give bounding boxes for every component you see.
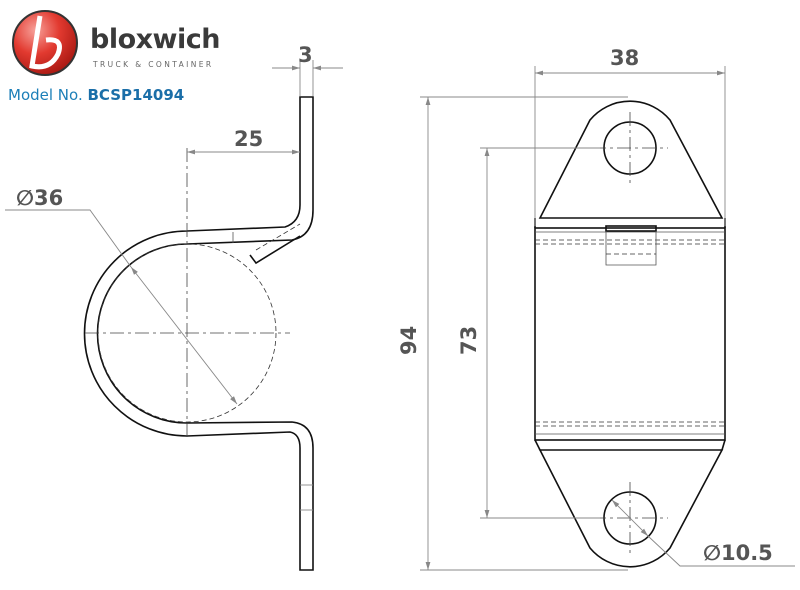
- logo-emblem-icon: [12, 10, 78, 76]
- dimension-thickness: 3: [272, 43, 343, 96]
- dimension-label: 25: [234, 127, 263, 151]
- dimension-label: 3: [298, 43, 313, 67]
- dimension-label: 73: [457, 326, 481, 355]
- model-value: BCSP14094: [87, 86, 185, 104]
- dimension-label: 38: [610, 46, 639, 70]
- model-number: Model No. BCSP14094: [8, 86, 184, 104]
- dimension-hole-diameter: ∅10.5: [611, 499, 795, 567]
- dimension-inner-diameter: ∅36: [5, 186, 238, 405]
- brand-tagline: TRUCK & CONTAINER: [93, 60, 214, 69]
- side-view: [83, 96, 314, 571]
- dimension-label: ∅36: [16, 186, 63, 210]
- dimension-overall-length: 94: [397, 96, 628, 571]
- dimension-offset: 25: [187, 127, 300, 155]
- dimension-hole-spacing: 73: [457, 147, 600, 519]
- brand-name: bloxwich: [90, 24, 220, 55]
- dimension-width: 38: [534, 46, 726, 226]
- front-view: [534, 100, 726, 568]
- brand-logo: bloxwich TRUCK & CONTAINER: [10, 8, 220, 78]
- model-label: Model No.: [8, 86, 83, 104]
- dimension-label: 94: [397, 326, 421, 355]
- dimension-label: ∅10.5: [703, 541, 773, 565]
